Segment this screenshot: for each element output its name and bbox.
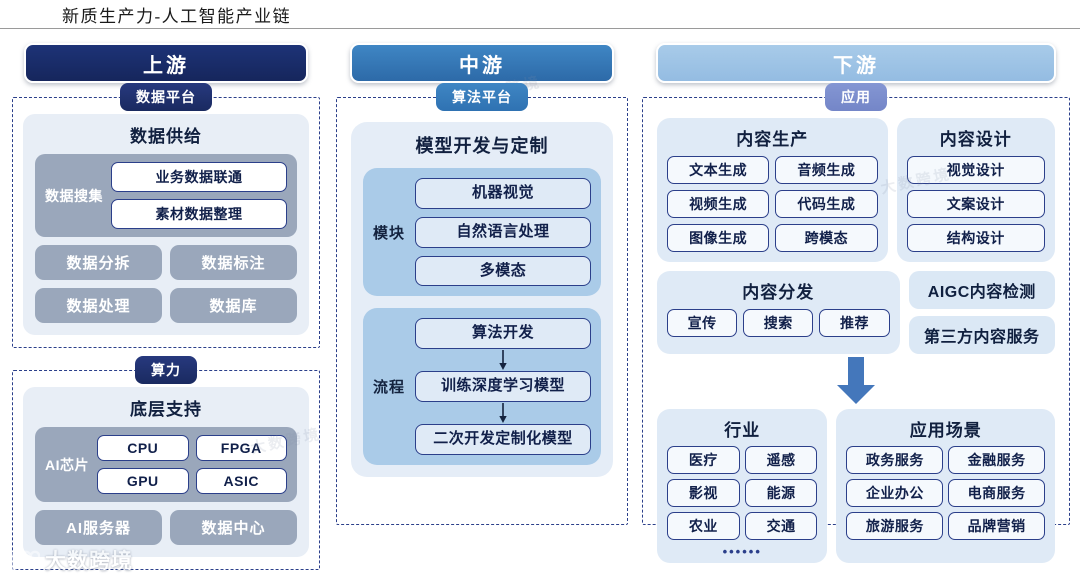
chip-machine-vision[interactable]: 机器视觉 [415,178,591,209]
chip-database[interactable]: 数据库 [170,288,297,323]
chip-train-deep-learning-model[interactable]: 训练深度学习模型 [415,371,591,402]
badge-computing-power[interactable]: 算力 [135,356,197,384]
row-distribution-services: 内容分发 宣传 搜索 推荐 AIGC内容检测 第三方内容服务 [657,271,1055,354]
panel-content-production: 内容生产 文本生成 音频生成 视频生成 代码生成 图像生成 跨模态 [657,118,888,262]
chip-nlp[interactable]: 自然语言处理 [415,216,591,248]
chip-structure-design[interactable]: 结构设计 [906,224,1045,252]
chip-agriculture[interactable]: 农业 [667,512,740,540]
panel-title-content-distribution: 内容分发 [742,283,815,302]
chip-fpga[interactable]: FPGA [195,435,287,461]
subgroup-label-ai-chip: AI芯片 [45,456,89,473]
chip-tourism-services[interactable]: 旅游服务 [846,512,944,540]
chip-energy[interactable]: 能源 [744,479,818,507]
chip-healthcare[interactable]: 医疗 [667,446,740,474]
chip-algorithm-development[interactable]: 算法开发 [415,318,591,349]
panel-title-model-development: 模型开发与定制 [415,136,549,156]
column-upstream: 上游 数据平台 数据供给 数据搜集 业务数据联通 素材数据整理 数据分拆 数据标… [6,37,326,578]
chip-visual-design[interactable]: 视觉设计 [906,156,1045,184]
row-production-design: 内容生产 文本生成 音频生成 视频生成 代码生成 图像生成 跨模态 内容设计 [657,118,1055,262]
column-downstream: 下游 应用 内容生产 文本生成 音频生成 视频生成 代码生成 图像生成 跨模态 [638,37,1074,578]
chip-recommendation[interactable]: 推荐 [819,309,890,337]
panel-title-data-supply: 数据供给 [130,127,202,146]
panel-services: AIGC内容检测 第三方内容服务 [908,271,1055,354]
panel-scenarios: 应用场景 政务服务 金融服务 企业办公 电商服务 旅游服务 品牌营销 [836,409,1055,563]
panel-data-supply: 数据供给 数据搜集 业务数据联通 素材数据整理 数据分拆 数据标注 数据处理 数… [23,114,309,335]
chip-data-center[interactable]: 数据中心 [170,510,297,545]
subgroup-data-collection: 数据搜集 业务数据联通 素材数据整理 [35,154,297,237]
chip-remote-sensing[interactable]: 遥感 [744,446,818,474]
chip-transportation[interactable]: 交通 [744,512,818,540]
chip-ecommerce-services[interactable]: 电商服务 [948,479,1045,507]
subgroup-process: 流程 算法开发 训练深度学习模型 二次开发定制化模型 [363,308,601,465]
chip-data-split[interactable]: 数据分拆 [35,245,162,280]
chip-asic[interactable]: ASIC [195,468,287,494]
panel-content-design: 内容设计 视觉设计 文案设计 结构设计 [896,118,1055,262]
chip-secondary-custom-model[interactable]: 二次开发定制化模型 [415,423,591,455]
chip-data-processing[interactable]: 数据处理 [35,288,162,323]
panel-content-distribution: 内容分发 宣传 搜索 推荐 [657,271,900,354]
chip-promotion[interactable]: 宣传 [667,309,738,337]
chip-cross-modal[interactable]: 跨模态 [775,224,878,252]
badge-algorithm-platform[interactable]: 算法平台 [436,83,528,111]
chip-search[interactable]: 搜索 [743,309,814,337]
chip-image-generation[interactable]: 图像生成 [667,224,770,252]
chip-aigc-content-detection[interactable]: AIGC内容检测 [908,271,1055,309]
chip-government-services[interactable]: 政务服务 [846,446,944,474]
title-divider [0,28,1080,29]
chip-enterprise-office[interactable]: 企业办公 [846,479,944,507]
chip-business-data-link[interactable]: 业务数据联通 [111,162,287,192]
page-title-bar: 新质生产力-人工智能产业链 [0,0,1080,28]
chip-audio-generation[interactable]: 音频生成 [775,156,878,184]
chip-third-party-content-service[interactable]: 第三方内容服务 [908,316,1055,354]
group-algorithm-platform: 算法平台 模型开发与定制 模块 机器视觉 自然语言处理 多模态 流程 算法开发 [336,83,628,525]
panel-underlying-support: 底层支持 AI芯片 CPU FPGA GPU ASIC AI服务器 数据中心 [23,387,309,557]
header-downstream[interactable]: 下游 [656,43,1056,83]
chip-gpu[interactable]: GPU [97,468,189,494]
badge-application[interactable]: 应用 [825,83,887,111]
panel-title-content-design: 内容设计 [939,130,1012,149]
header-upstream[interactable]: 上游 [24,43,308,83]
chip-copywriting-design[interactable]: 文案设计 [906,190,1045,218]
subgroup-modules: 模块 机器视觉 自然语言处理 多模态 [363,168,601,297]
subgroup-label-modules: 模块 [373,224,406,242]
badge-data-platform[interactable]: 数据平台 [120,83,212,111]
chip-brand-marketing[interactable]: 品牌营销 [948,512,1045,540]
arrow-down-icon-2 [415,402,591,424]
chip-ai-server[interactable]: AI服务器 [35,510,162,545]
panel-model-development: 模型开发与定制 模块 机器视觉 自然语言处理 多模态 流程 算法开发 [351,122,613,477]
grid-infra-chips: AI服务器 数据中心 [35,510,297,545]
subgroup-label-data-collection: 数据搜集 [45,187,103,204]
panel-title-scenarios: 应用场景 [909,421,982,440]
header-midstream[interactable]: 中游 [350,43,614,83]
column-midstream: 中游 算法平台 模型开发与定制 模块 机器视觉 自然语言处理 多模态 流程 算法… [332,37,632,578]
chip-code-generation[interactable]: 代码生成 [775,190,878,218]
chip-video-generation[interactable]: 视频生成 [667,190,770,218]
chip-data-annotation[interactable]: 数据标注 [170,245,297,280]
panel-title-content-production: 内容生产 [736,130,809,149]
chip-film-television[interactable]: 影视 [667,479,740,507]
arrow-down-big-icon [657,357,1055,405]
value-chain-board: 上游 数据平台 数据供给 数据搜集 业务数据联通 素材数据整理 数据分拆 数据标… [0,29,1080,578]
chip-cpu[interactable]: CPU [97,435,189,461]
chip-material-data-organize[interactable]: 素材数据整理 [111,199,287,229]
grid-data-chips: 数据分拆 数据标注 数据处理 数据库 [35,245,297,323]
subgroup-label-process: 流程 [373,378,406,396]
panel-title-industry: 行业 [724,421,761,440]
page-title: 新质生产力-人工智能产业链 [62,6,292,26]
industry-ellipsis: •••••• [722,544,762,559]
downstream-content: 内容生产 文本生成 音频生成 视频生成 代码生成 图像生成 跨模态 内容设计 [651,110,1061,569]
chip-financial-services[interactable]: 金融服务 [948,446,1045,474]
group-data-platform: 数据平台 数据供给 数据搜集 业务数据联通 素材数据整理 数据分拆 数据标注 数… [12,83,320,348]
panel-title-underlying-support: 底层支持 [130,400,202,419]
subgroup-ai-chip: AI芯片 CPU FPGA GPU ASIC [35,427,297,502]
panel-industry: 行业 医疗 遥感 影视 能源 农业 交通 •••••• [657,409,828,563]
row-industry-scenarios: 行业 医疗 遥感 影视 能源 农业 交通 •••••• 应用场景 [657,409,1055,563]
arrow-down-icon-1 [415,349,591,371]
group-computing-power: 算力 底层支持 AI芯片 CPU FPGA GPU ASIC AI服 [12,356,320,570]
group-application: 应用 内容生产 文本生成 音频生成 视频生成 代码生成 图像生成 跨模态 [642,83,1070,563]
chip-text-generation[interactable]: 文本生成 [667,156,770,184]
chip-multimodal[interactable]: 多模态 [415,255,591,287]
